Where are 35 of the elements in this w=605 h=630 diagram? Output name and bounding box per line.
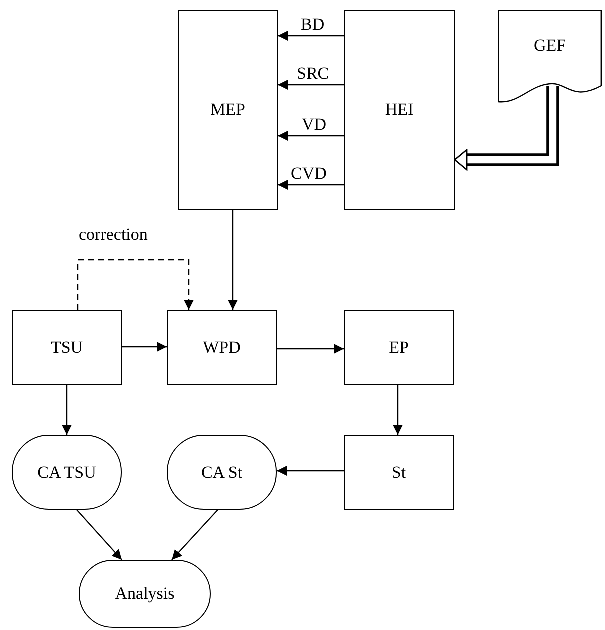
- arrow: [228, 210, 238, 310]
- process-box: [178, 10, 278, 210]
- edge-label: SRC: [296, 65, 330, 82]
- process-box: [12, 310, 122, 385]
- arrow: [278, 131, 344, 141]
- process-box: [344, 310, 454, 385]
- arrow: [122, 342, 167, 352]
- node-label: Analysis: [115, 584, 175, 604]
- edge-label: VD: [301, 116, 328, 133]
- arrow: [76, 510, 122, 560]
- edge-label: BD: [300, 16, 326, 33]
- process-box: [344, 435, 454, 510]
- edge-label: correction: [78, 226, 149, 243]
- arrow: [277, 344, 344, 354]
- node-label: GEF: [534, 36, 566, 56]
- arrow: [278, 80, 344, 90]
- node-label: St: [392, 462, 406, 482]
- node-label: MEP: [210, 100, 246, 120]
- arrow: [277, 466, 344, 476]
- node-label: HEI: [385, 100, 414, 120]
- node-label: TSU: [50, 338, 84, 358]
- arrow: [393, 385, 403, 435]
- process-box: [167, 310, 277, 385]
- hollow-arrow: [454, 84, 560, 171]
- dashed-arrow: [77, 259, 194, 310]
- arrow: [172, 510, 218, 560]
- node-label: WPD: [203, 338, 241, 358]
- arrow: [278, 180, 344, 190]
- arrow: [278, 31, 344, 41]
- arrow: [62, 385, 72, 435]
- node-label: EP: [389, 338, 409, 358]
- node-label: CA TSU: [38, 462, 96, 482]
- edge-label: CVD: [290, 165, 328, 182]
- process-box: [344, 10, 455, 210]
- node-label: CA St: [201, 462, 243, 482]
